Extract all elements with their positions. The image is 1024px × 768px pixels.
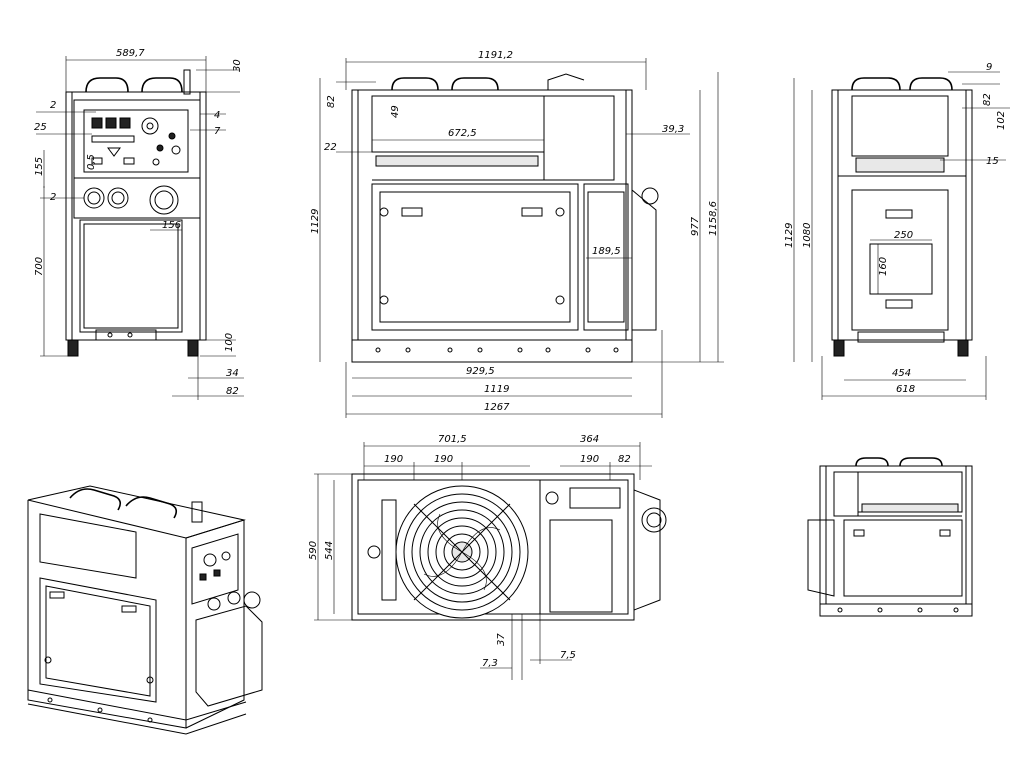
dim-front-34: 34 [226,368,239,379]
dim-front-4: 4 [214,110,220,121]
dim-side-39: 39,3 [662,124,684,135]
dim-rear-454: 454 [892,368,911,379]
dim-front-700: 700 [34,257,45,276]
dim-side-1895: 189,5 [592,246,621,257]
dim-front-05: 0,5 [86,154,97,170]
dim-side-width: 1191,2 [478,50,513,61]
dim-side-22: 22 [324,142,337,153]
dim-rear-102: 102 [996,111,1007,130]
dim-front-100: 100 [224,333,235,352]
dim-front-2b: 2 [50,192,56,203]
fan-icon [411,501,513,603]
dim-side-1158: 1158,6 [708,201,719,236]
dim-side-672: 672,5 [448,128,477,139]
dim-side-977: 977 [690,216,701,236]
socket-icon [83,187,105,209]
dim-rear-250: 250 [894,230,913,241]
dim-top-73: 7,3 [482,658,498,669]
dim-rear-15: 15 [986,156,999,167]
dim-side-49: 49 [390,105,401,118]
gauge-icon [141,117,159,135]
dim-front-156: 156 [162,220,181,231]
dim-rear-160: 160 [878,257,889,276]
dim-rear-1080: 1080 [802,223,813,248]
dim-front-30: 30 [232,59,243,72]
dim-front-82: 82 [226,386,239,397]
dim-rear-618: 618 [896,384,915,395]
dim-top-82: 82 [618,454,631,465]
dim-top-75: 7,5 [560,650,576,661]
dim-rear-1129: 1129 [784,223,795,248]
dim-top-544: 544 [324,541,335,560]
dim-rear-82: 82 [982,93,993,106]
dim-side-1129: 1129 [310,209,321,234]
dim-top-590: 590 [308,541,319,560]
dim-front-7: 7 [214,126,221,137]
rear-view: 9 82 102 15 1129 1080 250 160 454 618 [784,62,1010,400]
top-view: 701,5 364 190 190 190 82 590 544 37 7,3 … [308,434,667,680]
dim-top-7015: 701,5 [438,434,467,445]
dim-rear-9: 9 [986,62,992,73]
dim-front-width: 589,7 [116,48,145,59]
front-view: 589,7 30 2 4 25 7 155 0,5 2 156 700 100 … [34,48,244,400]
dim-top-190b: 190 [434,454,453,465]
dim-side-929: 929,5 [466,366,495,377]
dim-side-1119: 1119 [484,384,509,395]
dim-top-190a: 190 [384,454,403,465]
dim-front-155: 155 [34,157,45,176]
small-side-view [807,457,973,617]
isometric-view [27,485,263,735]
dim-front-25: 25 [34,122,47,133]
dim-top-364: 364 [580,434,599,445]
dim-side-1267: 1267 [484,402,510,413]
dim-front-2a: 2 [50,100,56,111]
dim-top-190c: 190 [580,454,599,465]
side-view: 1191,2 82 49 672,5 39,3 22 1129 189,5 97… [310,50,724,418]
dim-side-82: 82 [326,95,337,108]
dim-top-37: 37 [496,633,507,646]
